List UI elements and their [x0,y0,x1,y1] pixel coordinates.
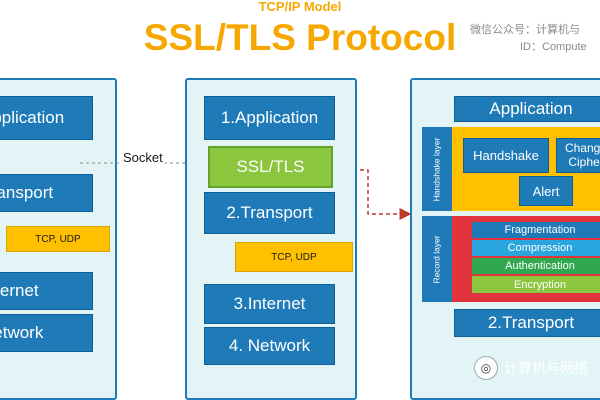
record-layer-sidebar: Record layer [422,216,452,302]
middle-network-label: 4. Network [228,336,311,355]
left-internet-block: Internet [0,272,93,310]
left-application-label: Application [0,108,65,127]
left-tcp-udp-label: TCP, UDP [35,233,81,245]
middle-application-label: 1.Application [220,108,319,127]
record-item-compression: Compression [472,240,600,256]
ssl-tls-label: SSL/TLS [236,157,305,176]
alert-label: Alert [532,183,560,199]
left-tcp-udp-block: TCP, UDP [6,226,110,252]
watermark-line-1: 微信公众号：计算机与 [470,24,580,36]
wechat-badge-text: 计算机与网络 [504,360,588,376]
diagram-subtitle: TCP/IP Model [258,0,342,14]
left-transport-label: Transport [0,183,54,202]
middle-transport-label: 2.Transport [226,203,313,222]
ssl-tls-block: SSL/TLS [208,146,333,188]
change-cipher-block: Change Cipher [556,138,600,173]
handshake-block: Handshake [463,138,549,173]
left-internet-label: Internet [0,281,39,300]
left-application-block: Application [0,96,93,140]
record-layer-label: Record layer [431,234,442,284]
handshake-layer-label: Handshake layer [431,137,442,201]
middle-tcp-udp-block: TCP, UDP [235,242,353,272]
record-item-encryption: Encryption [472,276,600,293]
middle-application-block: 1.Application [204,96,335,140]
record-item-fragmentation: Fragmentation [472,222,600,238]
alert-block: Alert [519,176,573,206]
record-item-authentication: Authentication [472,258,600,274]
left-network-label: Network [0,323,44,342]
middle-transport-block: 2.Transport [204,192,335,234]
left-transport-block: Transport [0,174,93,212]
wechat-icon: ◎ [474,356,498,380]
socket-label: Socket [121,150,165,165]
middle-internet-block: 3.Internet [204,284,335,324]
handshake-layer-sidebar: Handshake layer [422,127,452,211]
right-application-block: Application [454,96,600,122]
diagram-title: SSL/TLS Protocol [143,17,457,58]
right-transport-label: 2.Transport [487,313,575,332]
right-transport-block: 2.Transport [454,309,600,337]
change-cipher-label: Change Cipher [564,140,600,169]
wechat-badge: ◎ 计算机与网络 [474,352,600,384]
middle-tcp-udp-label: TCP, UDP [271,251,317,263]
right-application-label: Application [489,99,573,118]
watermark-line-2: ID：Compute [520,41,587,53]
middle-internet-label: 3.Internet [233,294,306,313]
middle-network-block: 4. Network [204,327,335,365]
handshake-label: Handshake [473,148,539,163]
left-network-block: Network [0,314,93,352]
